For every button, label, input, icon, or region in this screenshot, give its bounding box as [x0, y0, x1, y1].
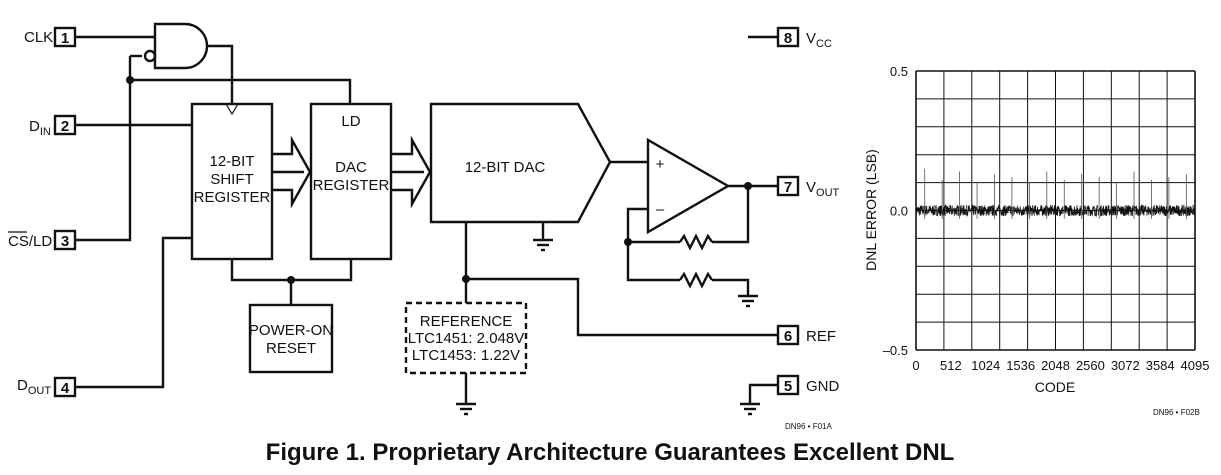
x-tick-label: 1024 — [971, 358, 1000, 373]
dout-wire — [75, 236, 192, 389]
dnl-chart: 0.5 0.0 –0.5 0 512 1024 1536 2048 2560 3072 3584 40… — [883, 64, 1210, 373]
reset-wire — [230, 259, 353, 305]
dac-ground — [533, 222, 553, 252]
shift-register-block: 12-BIT SHIFT REGISTER — [190, 102, 274, 261]
y-tick-label: –0.5 — [883, 343, 908, 358]
pin-8-box: 8 — [776, 26, 800, 48]
svg-text:8: 8 — [784, 30, 792, 47]
x-tick-label: 3072 — [1111, 358, 1140, 373]
gnd-wire — [740, 383, 778, 416]
dnl-trace — [915, 203, 1196, 218]
x-tick-label: 0 — [912, 358, 919, 373]
dac-register-block: LD DAC REGISTER — [309, 102, 393, 261]
svg-text:POWER-ON: POWER-ON — [249, 322, 333, 339]
svg-text:LTC1451: 2.048V: LTC1451: 2.048V — [408, 330, 524, 347]
dac-block: 12-BIT DAC — [429, 102, 612, 224]
pin-5-box: 5 — [776, 374, 800, 396]
svg-text:+: + — [656, 156, 665, 173]
x-tick-label: 2048 — [1041, 358, 1070, 373]
y-tick-label: 0.0 — [890, 204, 908, 219]
pin-label-cs-ld: CS/LD — [8, 233, 52, 250]
bus-arrow-2 — [391, 135, 432, 209]
and-gate — [143, 22, 234, 104]
svg-text:LD: LD — [341, 113, 360, 130]
cs-wire — [75, 54, 352, 242]
x-tick-label: 1536 — [1006, 358, 1035, 373]
pin-label-vout: VOUT — [806, 179, 840, 199]
svg-text:–: – — [656, 201, 665, 218]
svg-text:SHIFT: SHIFT — [210, 171, 253, 188]
x-tick-label: 4095 — [1181, 358, 1210, 373]
svg-text:12-BIT DAC: 12-BIT DAC — [465, 159, 546, 176]
pin-1-box: 1 — [53, 26, 77, 48]
svg-text:REGISTER: REGISTER — [194, 189, 271, 206]
svg-text:7: 7 — [784, 179, 792, 196]
svg-text:5: 5 — [784, 378, 792, 395]
x-tick-label: 512 — [940, 358, 962, 373]
chart-figure-id: DN96 • F02B — [1153, 408, 1200, 417]
svg-text:LTC1453: 1.22V: LTC1453: 1.22V — [412, 347, 520, 364]
pin-label-ref: REF — [806, 328, 836, 345]
bus-arrow-1 — [272, 135, 312, 209]
power-on-reset-block: POWER-ON RESET — [248, 303, 334, 374]
pin-3-box: 3 — [53, 229, 77, 251]
svg-text:REGISTER: REGISTER — [313, 177, 390, 194]
svg-text:2: 2 — [61, 118, 69, 135]
pin-label-dout: DOUT — [17, 377, 51, 397]
x-tick-label: 3584 — [1146, 358, 1175, 373]
pin-7-box: 7 — [776, 175, 800, 197]
y-tick-label: 0.5 — [890, 64, 908, 79]
chart-x-axis-label: CODE — [1035, 379, 1075, 395]
ref-ground — [456, 373, 476, 416]
svg-text:REFERENCE: REFERENCE — [420, 313, 513, 330]
ref-wire — [462, 222, 778, 337]
figure-caption: Figure 1. Proprietary Architecture Guara… — [266, 439, 955, 466]
chart-y-axis-label: DNL ERROR (LSB) — [863, 149, 879, 271]
svg-text:1: 1 — [61, 30, 69, 47]
svg-text:DAC: DAC — [335, 159, 367, 176]
pin-4-box: 4 — [53, 376, 77, 398]
pin-6-box: 6 — [776, 324, 800, 346]
x-tick-label: 2560 — [1076, 358, 1105, 373]
svg-text:6: 6 — [784, 328, 792, 345]
op-amp: + – — [646, 137, 731, 235]
pin-label-din: DIN — [29, 118, 51, 138]
opamp-feedback — [624, 182, 778, 308]
reference-block: REFERENCE LTC1451: 2.048V LTC1453: 1.22V — [404, 301, 528, 375]
pin-label-gnd: GND — [806, 378, 840, 395]
svg-text:12-BIT: 12-BIT — [209, 153, 254, 170]
pin-label-clk: CLK — [24, 29, 53, 46]
pin-2-box: 2 — [53, 114, 77, 136]
svg-text:RESET: RESET — [266, 340, 316, 357]
svg-text:3: 3 — [61, 233, 69, 250]
svg-text:4: 4 — [61, 380, 70, 397]
diagram-figure-id: DN96 • F01A — [785, 422, 832, 431]
pin-label-vcc: VCC — [806, 30, 832, 50]
